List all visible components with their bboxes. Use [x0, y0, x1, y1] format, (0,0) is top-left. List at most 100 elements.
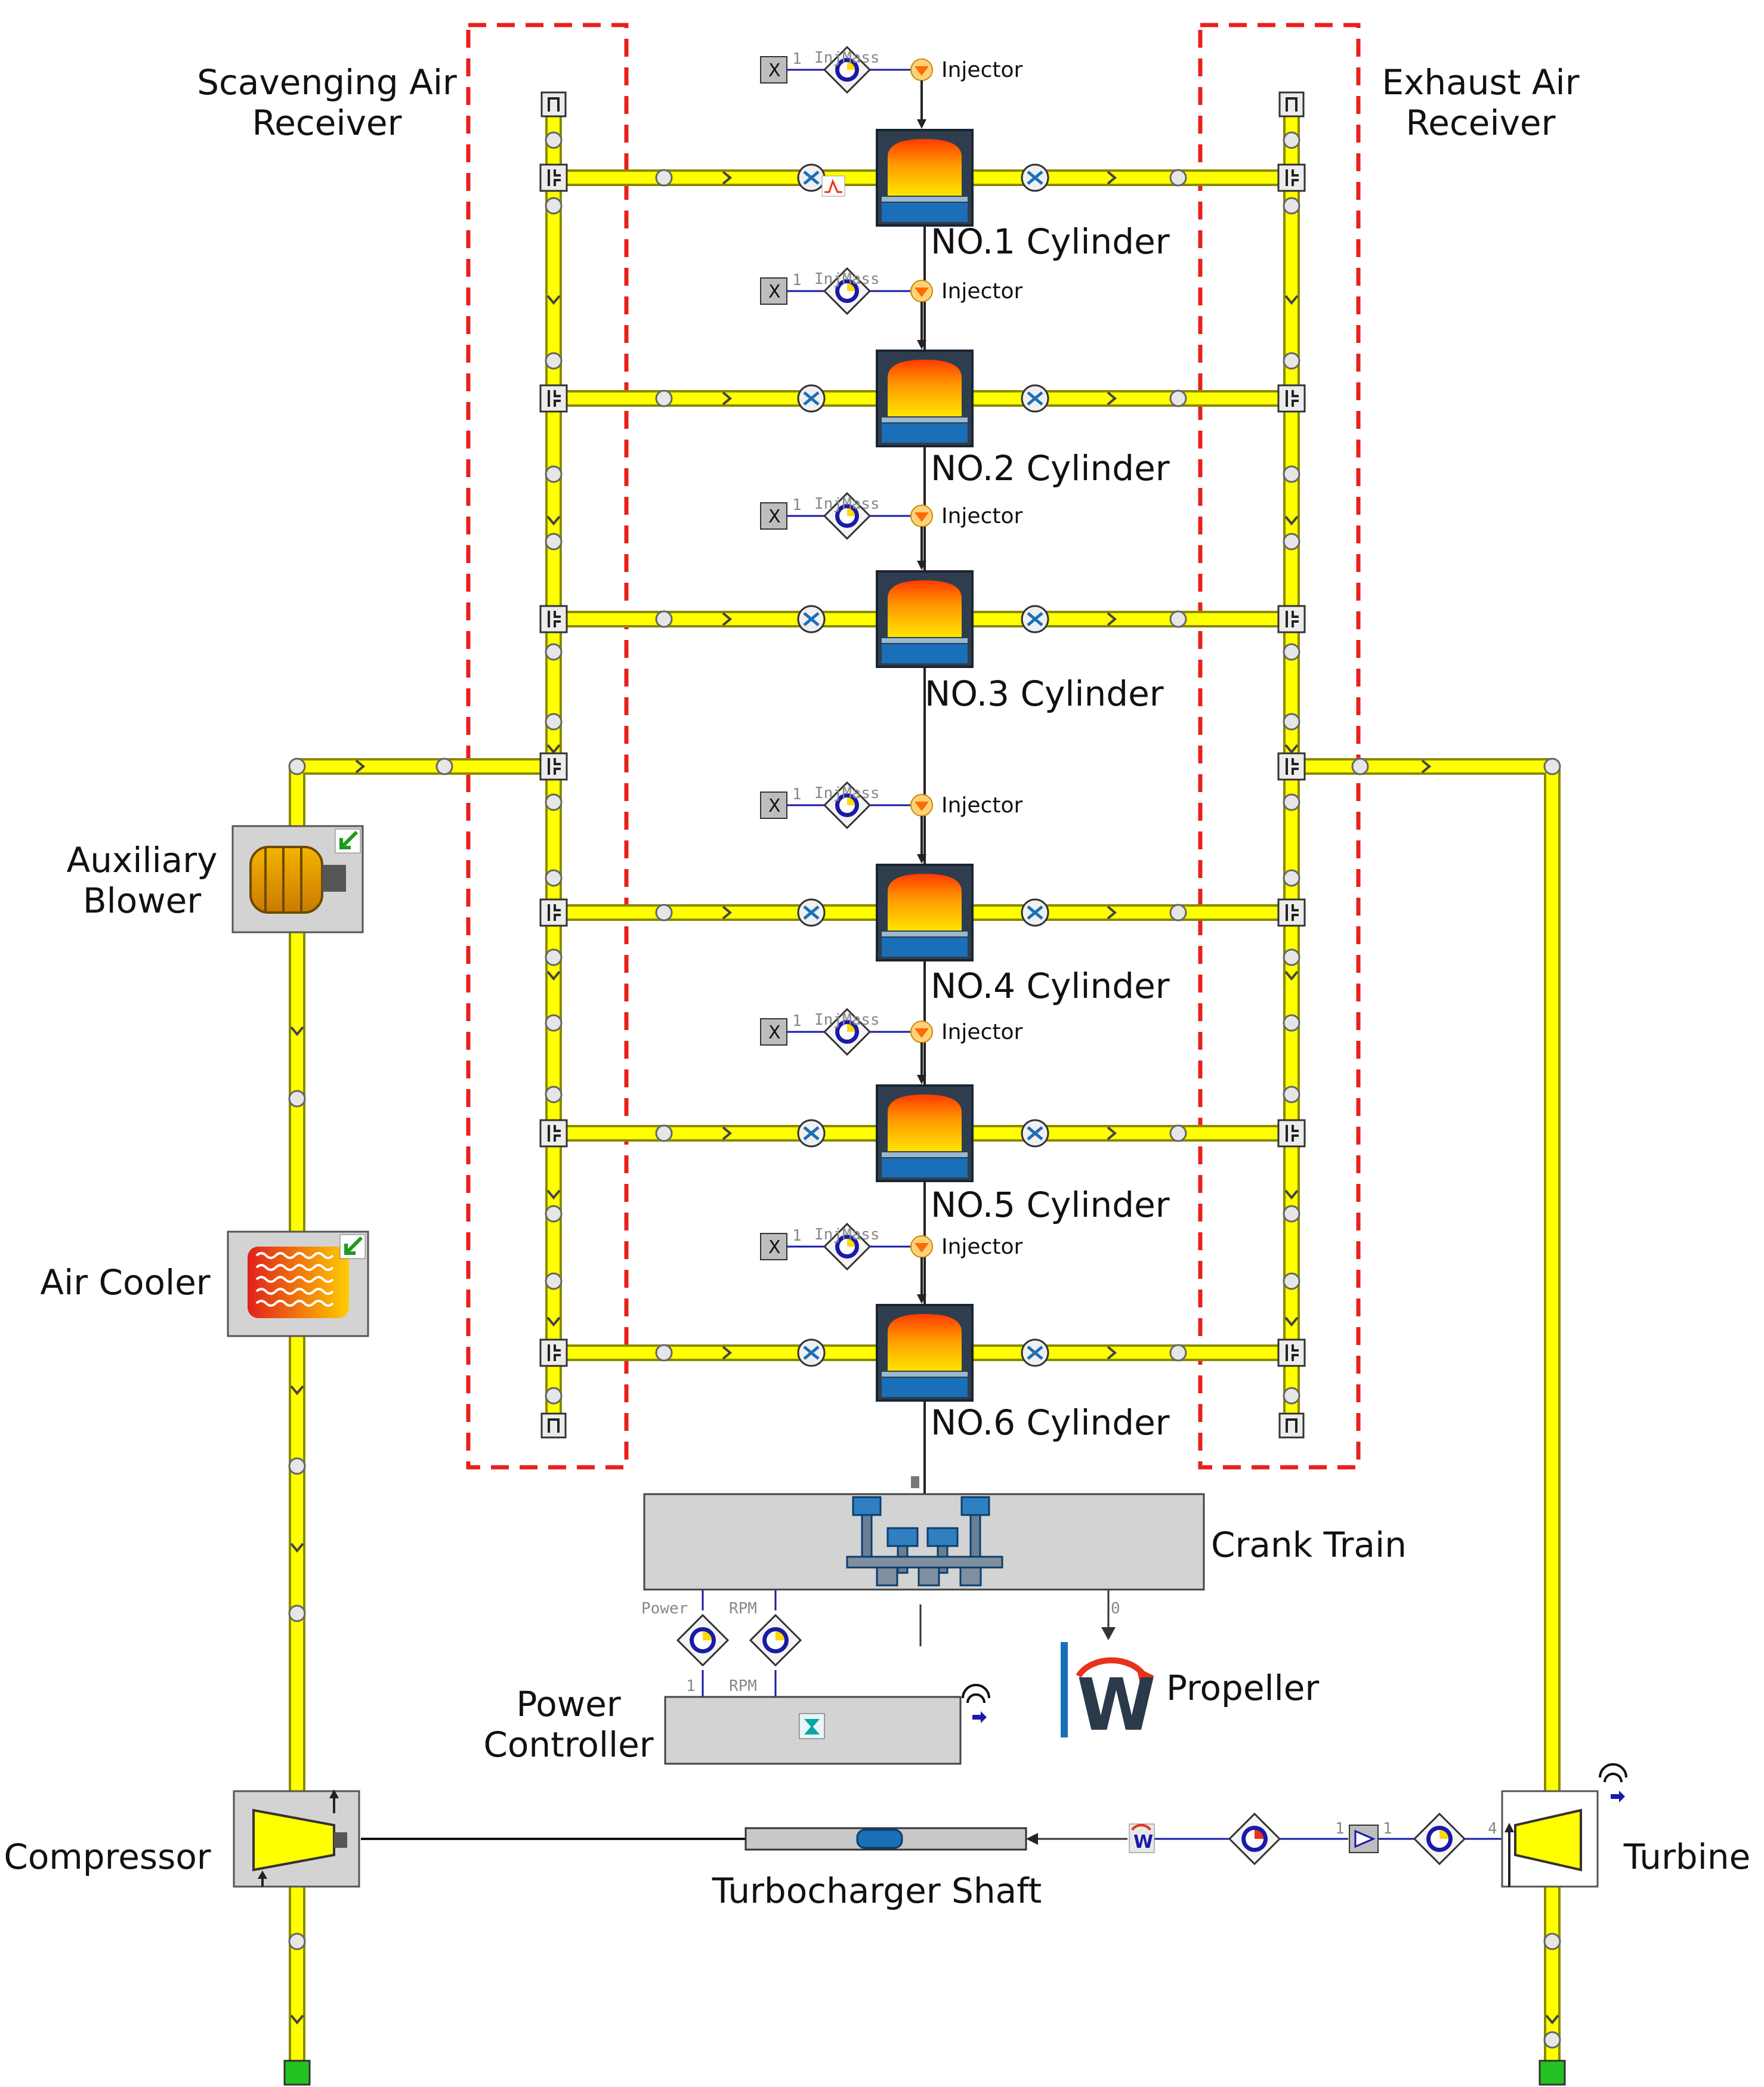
- power-controller-label-2: Controller: [483, 1724, 653, 1765]
- pipe-node: [655, 610, 673, 628]
- ambient-outlet-boundary[interactable]: [1539, 2060, 1566, 2086]
- svg-text:RPM: RPM: [729, 1600, 757, 1618]
- flowsplit-junction[interactable]: [1277, 1119, 1306, 1148]
- flowsplit-junction[interactable]: [1277, 605, 1306, 633]
- flowsplit-junction[interactable]: [1277, 384, 1306, 413]
- receiver-end-cap[interactable]: [1278, 91, 1305, 118]
- ambient-inlet-boundary[interactable]: [283, 2060, 311, 2086]
- flowsplit-junction[interactable]: [539, 384, 568, 413]
- air-cooler[interactable]: [227, 1230, 369, 1337]
- flow-direction-mark: [1284, 970, 1299, 981]
- svg-text:1: 1: [792, 496, 802, 514]
- turbine-signal-chain: W 1 1 4: [1129, 1812, 1497, 1866]
- pipe-node: [1283, 1014, 1300, 1032]
- cylinder-5[interactable]: [876, 1084, 974, 1182]
- flowsplit-junction[interactable]: [539, 605, 568, 633]
- flow-direction-mark: [1107, 391, 1117, 406]
- crank-train[interactable]: Power RPM 0: [641, 1476, 1205, 1618]
- pipe-node: [1283, 1272, 1300, 1290]
- flowsplit-junction[interactable]: [1277, 898, 1306, 927]
- injection-mass-gauge[interactable]: [823, 267, 872, 316]
- pipe-node: [655, 1344, 673, 1362]
- exhaust-valve-6[interactable]: [1021, 1338, 1049, 1367]
- injection-mass-gauge[interactable]: [823, 781, 872, 830]
- exhaust-valve-5[interactable]: [1021, 1119, 1049, 1148]
- injector-icon[interactable]: [910, 1021, 933, 1043]
- signal-source-block[interactable]: X: [760, 502, 787, 530]
- flowsplit-junction[interactable]: [539, 752, 568, 781]
- gauge-icon[interactable]: [1413, 1812, 1466, 1866]
- exhaust-valve-1[interactable]: [1021, 163, 1049, 192]
- pipe-node: [1283, 948, 1300, 966]
- intake-valve-1[interactable]: [797, 163, 826, 192]
- injection-mass-gauge[interactable]: [823, 45, 872, 94]
- svg-text:Power: Power: [641, 1600, 688, 1618]
- power-controller[interactable]: [664, 1684, 990, 1765]
- signal-source-block[interactable]: X: [760, 277, 787, 305]
- signal-source-block[interactable]: X: [760, 1018, 787, 1046]
- gauge-icon[interactable]: [1228, 1812, 1281, 1866]
- cylinder-6-label: NO.6 Cylinder: [931, 1402, 1170, 1443]
- signal-source-block[interactable]: X: [760, 56, 787, 84]
- receiver-end-cap[interactable]: [1278, 1412, 1305, 1439]
- flowsplit-junction[interactable]: [539, 1338, 568, 1367]
- flowsplit-junction[interactable]: [1277, 163, 1306, 192]
- cylinder-4[interactable]: [876, 864, 974, 961]
- svg-text:4: 4: [1488, 1820, 1497, 1838]
- intake-valve-2[interactable]: [797, 384, 826, 413]
- compressor[interactable]: [233, 1789, 360, 1888]
- auxiliary-blower[interactable]: [231, 825, 364, 933]
- intake-valve-5[interactable]: [797, 1119, 826, 1148]
- injector-icon[interactable]: [910, 58, 933, 81]
- exhaust-receiver-label: Exhaust Air: [1382, 62, 1579, 103]
- signal-source-block[interactable]: X: [760, 791, 787, 819]
- flowsplit-junction[interactable]: [1277, 752, 1306, 781]
- turbine[interactable]: [1501, 1763, 1627, 1888]
- injector-icon[interactable]: [910, 280, 933, 302]
- exhaust-valve-2[interactable]: [1021, 384, 1049, 413]
- injector-icon[interactable]: [910, 505, 933, 527]
- cylinder-1[interactable]: [876, 129, 974, 227]
- cylinder-2[interactable]: [876, 350, 974, 447]
- cylinder-3[interactable]: [876, 570, 974, 668]
- flowsplit-junction[interactable]: [539, 1119, 568, 1148]
- propeller[interactable]: W: [1061, 1642, 1157, 1747]
- pipe-node: [435, 757, 453, 775]
- injector-icon[interactable]: [910, 794, 933, 817]
- pipe-node: [1283, 793, 1300, 811]
- auxiliary-blower-label: Auxiliary: [67, 840, 218, 880]
- power-gauge[interactable]: [676, 1613, 730, 1667]
- injector-icon[interactable]: [910, 1235, 933, 1258]
- svg-text:X: X: [768, 282, 781, 302]
- receiver-end-cap[interactable]: [540, 91, 567, 118]
- flow-direction-mark: [722, 905, 733, 920]
- power-controller-label: Power: [516, 1684, 621, 1724]
- pipe-node: [1283, 465, 1300, 483]
- flowsplit-junction[interactable]: [539, 898, 568, 927]
- cylinder-6[interactable]: [876, 1304, 974, 1402]
- svg-text:InjMass: InjMass: [814, 1226, 880, 1244]
- exhaust-valve-4[interactable]: [1021, 898, 1049, 927]
- pipe-node: [1169, 389, 1187, 407]
- exhaust-valve-3[interactable]: [1021, 605, 1049, 633]
- turbocharger-shaft[interactable]: [744, 1827, 1038, 1851]
- pipe-node: [1283, 197, 1300, 215]
- injection-mass-gauge[interactable]: [823, 491, 872, 540]
- svg-text:InjMass: InjMass: [814, 270, 880, 288]
- flowsplit-junction[interactable]: [1277, 1338, 1306, 1367]
- intake-valve-3[interactable]: [797, 605, 826, 633]
- intake-valve-6[interactable]: [797, 1338, 826, 1367]
- intake-valve-4[interactable]: [797, 898, 826, 927]
- flow-direction-mark: [1284, 1189, 1299, 1200]
- gain-block-icon[interactable]: [1349, 1825, 1379, 1853]
- injection-mass-gauge[interactable]: [823, 1007, 872, 1056]
- signal-source-block[interactable]: X: [760, 1233, 787, 1260]
- pipe-node: [1283, 352, 1300, 370]
- rpm-gauge[interactable]: [749, 1613, 802, 1667]
- pipe-node: [288, 1457, 306, 1475]
- flowsplit-junction[interactable]: [539, 163, 568, 192]
- valve-lift-chart-icon[interactable]: [821, 175, 845, 197]
- injection-mass-gauge[interactable]: [823, 1222, 872, 1271]
- receiver-end-cap[interactable]: [540, 1412, 567, 1439]
- pipe-node: [288, 1090, 306, 1108]
